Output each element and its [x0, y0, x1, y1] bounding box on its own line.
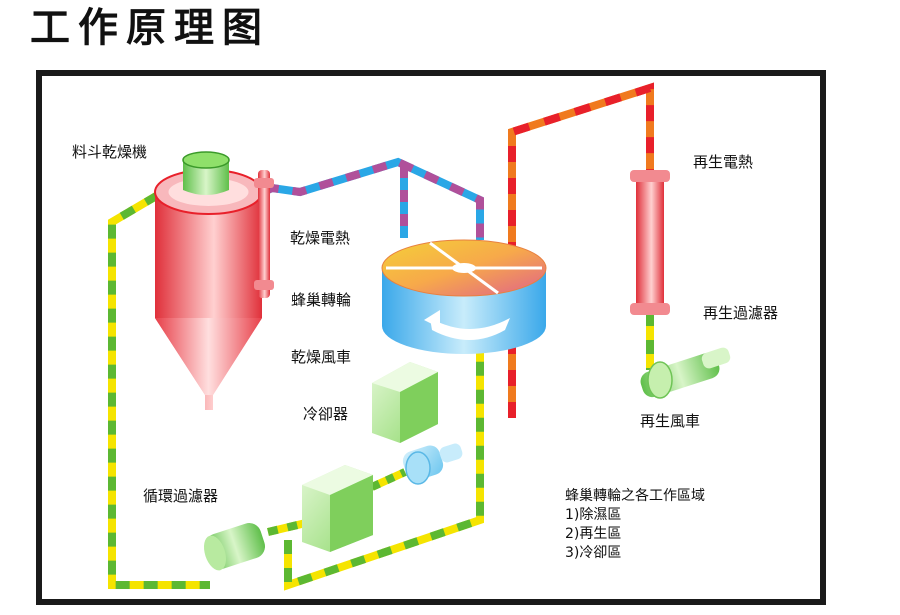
cooler-blower [402, 443, 463, 485]
return-air-pipe [108, 191, 484, 591]
label-honeycomb-rotor: 蜂巢轉輪 [291, 291, 352, 309]
zone-item-dehumidify: 1)除濕區 [565, 507, 622, 523]
label-regen-filter: 再生過濾器 [703, 304, 779, 322]
regen-heater [630, 170, 670, 315]
zone-item-cooling: 3)冷卻區 [565, 545, 622, 561]
honeycomb-rotor [381, 239, 547, 354]
rotor-zones-legend: 蜂巢轉輪之各工作區域 1)除濕區 2)再生區 3)冷卻區 [565, 487, 705, 563]
dry-blower [372, 362, 438, 443]
dry-heater [254, 170, 274, 298]
circulation-filter [203, 523, 266, 571]
zones-title: 蜂巢轉輪之各工作區域 [565, 488, 705, 504]
label-cooler: 冷卻器 [303, 405, 349, 423]
page-title: 工作原理图 [30, 5, 270, 51]
label-dry-blower: 乾燥風車 [291, 348, 352, 366]
label-dry-heater: 乾燥電熱 [290, 229, 351, 247]
hopper-dryer [154, 151, 263, 410]
label-regen-heater: 再生電熱 [693, 153, 754, 171]
cooler [302, 465, 373, 552]
label-circulation-filter: 循環過濾器 [143, 487, 219, 505]
label-regen-blower: 再生風車 [640, 412, 701, 430]
zone-item-regenerate: 2)再生區 [565, 526, 622, 542]
regen-blower [640, 347, 731, 399]
label-hopper-dryer: 料斗乾燥機 [72, 143, 148, 161]
drying-air-pipe [238, 157, 484, 240]
